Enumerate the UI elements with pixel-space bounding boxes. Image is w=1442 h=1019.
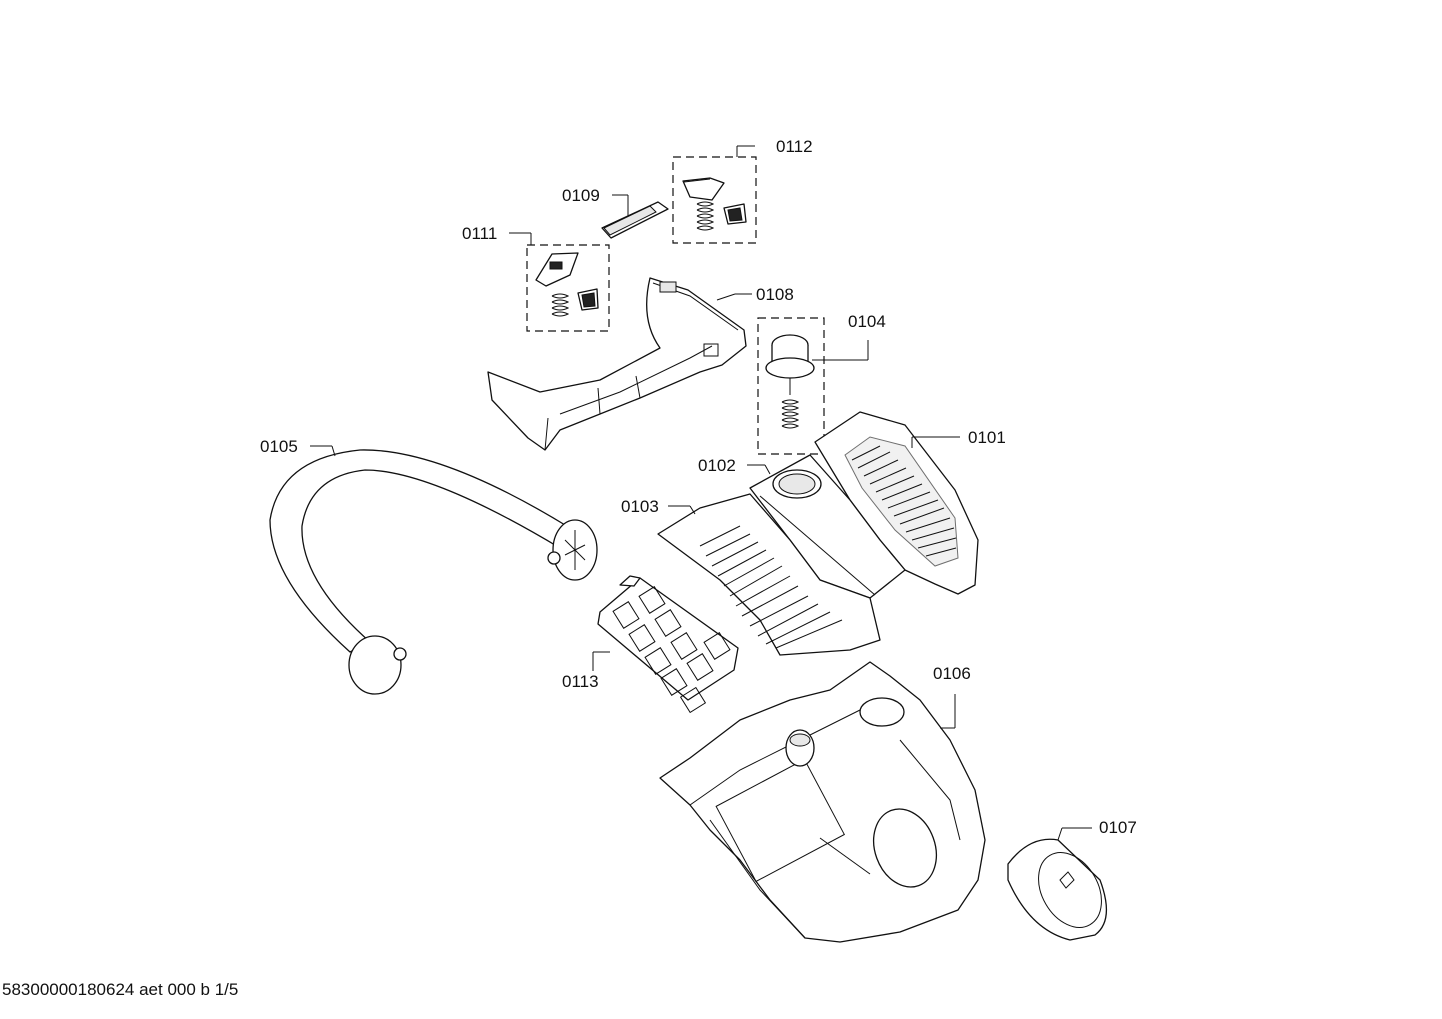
label-0107: 0107 (1099, 818, 1137, 837)
hose-end-spokes (564, 530, 586, 570)
label-0105: 0105 (260, 437, 298, 456)
label-0113: 0113 (562, 672, 599, 691)
label-0101: 0101 (968, 428, 1006, 447)
document-id-footer: 58300000180624 aet 000 b 1/5 (2, 980, 239, 999)
part-0106-housing (659, 661, 986, 943)
part-0112-assembly (672, 145, 757, 244)
part-0105-hose (269, 445, 598, 695)
part-0113-filter (592, 575, 739, 714)
grille-slots-0103 (699, 525, 843, 649)
part-0108-handle (487, 277, 752, 451)
part-0102-plate (747, 454, 906, 599)
label-0106: 0106 (933, 664, 971, 683)
filter-cells (612, 586, 731, 714)
part-0101-cover (814, 411, 979, 595)
part-0104-button (757, 317, 869, 455)
label-0112: 0112 (776, 137, 813, 156)
part-labels: 0112 0109 0111 0108 0104 0101 0105 0102 … (260, 137, 1137, 837)
label-0111: 0111 (462, 224, 497, 243)
label-0108: 0108 (756, 285, 794, 304)
part-0107-cap (1007, 827, 1107, 941)
part-0109-strip (601, 194, 669, 239)
label-0104: 0104 (848, 312, 886, 331)
part-0111-assembly (509, 232, 610, 332)
part-0103-grille (657, 493, 881, 656)
grille-slots (851, 445, 957, 557)
label-0109: 0109 (562, 186, 600, 205)
label-0102: 0102 (698, 456, 736, 475)
label-0103: 0103 (621, 497, 659, 516)
